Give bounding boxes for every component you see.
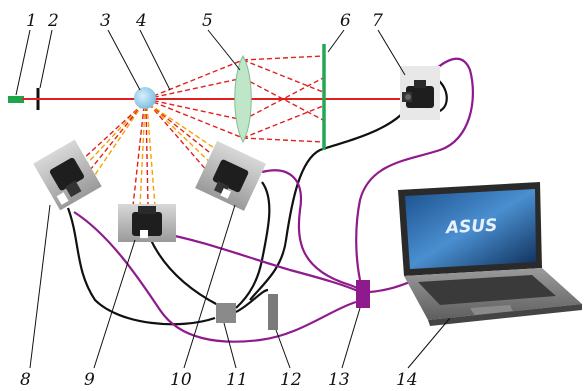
usb-cables [73,57,474,343]
camera-9 [118,204,176,242]
cable-camera7-usb [355,57,474,281]
cable-camera10-black [235,181,271,309]
label-10: 10 [170,370,192,390]
cable-camera8-usb [73,211,357,343]
label-14: 14 [396,370,418,390]
laser-source [8,96,24,103]
laptop-keyboard [418,275,556,305]
laptop-base-edge [428,304,582,326]
label-2: 2 [47,11,59,31]
label-5: 5 [202,11,213,31]
label-11: 11 [226,370,248,390]
collecting-lens [234,55,252,144]
cable-camera9-black [148,237,219,306]
trigger-box [268,294,278,330]
cable-trigger-12 [235,288,269,313]
label-12: 12 [280,370,302,390]
scattering-volume [134,87,156,109]
camera-7 [400,66,440,120]
label-1: 1 [26,11,37,31]
label-9: 9 [84,370,95,390]
usb-hub [356,280,370,308]
camera-8 [33,139,102,211]
laptop-brand: ASUS [443,216,497,239]
laptop: ASUS [398,182,582,326]
cable-camera8-black [66,207,216,326]
leader-lines [15,29,451,369]
label-13: 13 [328,370,350,390]
cable-camera9-usb [159,231,361,293]
label-8: 8 [20,370,31,390]
label-4: 4 [135,11,147,31]
camera-10 [195,140,267,211]
label-6: 6 [340,11,351,31]
label-7: 7 [372,11,383,31]
forward-scattered-rays [145,55,324,143]
black-trigger-cables [66,79,448,326]
label-3: 3 [100,11,111,31]
cable-camera10-usb [261,169,363,292]
sync-unit [216,303,236,323]
cable-camera7-black [249,101,413,301]
cable-hub-laptop [369,280,411,294]
laptop-screen [405,189,536,269]
